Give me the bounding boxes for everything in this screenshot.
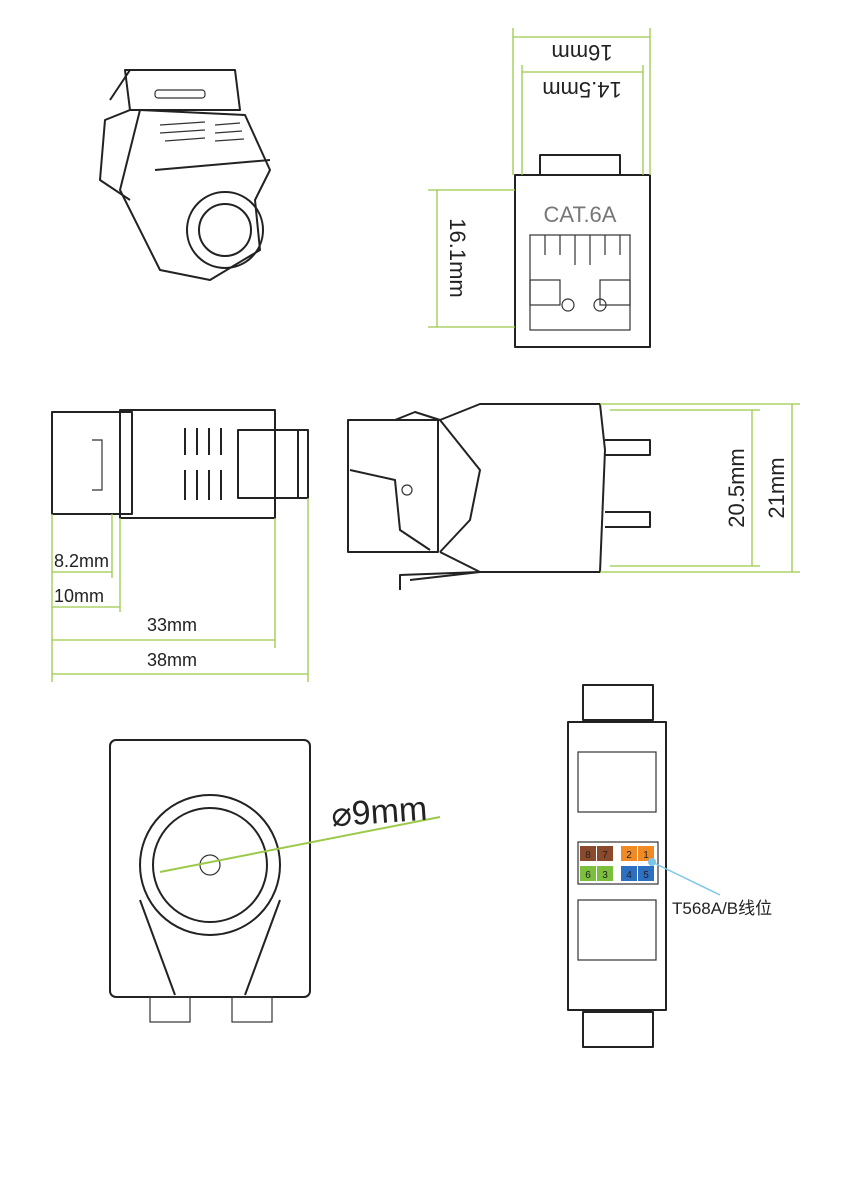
dim-38mm-label: 38mm [147, 650, 197, 670]
pin-8: 8 [585, 850, 591, 861]
width-16mm-label: 16mm [551, 40, 612, 65]
pin-row-top: 8 7 2 1 [580, 846, 654, 861]
height-21mm-label: 21mm [764, 457, 789, 518]
height-20-5mm-label: 20.5mm [724, 448, 749, 527]
pin-row-bottom: 6 3 4 5 [580, 866, 654, 881]
pin-7: 7 [602, 850, 608, 861]
pin-2: 2 [626, 850, 632, 861]
rear-view: ⌀9mm [109, 739, 441, 1023]
pin-1: 1 [643, 850, 649, 861]
side-view-left: 8.2mm 10mm 33mm 38mm [51, 409, 309, 682]
side-view-right: 20.5mm 21mm [347, 403, 800, 590]
dim-10mm-label: 10mm [54, 586, 104, 606]
diameter-9mm-label: ⌀9mm [330, 790, 428, 835]
pin-6: 6 [585, 870, 591, 881]
pin-4: 4 [626, 870, 632, 881]
isometric-view [99, 69, 271, 281]
dim-8-2mm-label: 8.2mm [54, 551, 109, 571]
wiring-view: 8 7 2 1 6 3 4 5 T568A/B线位 [567, 684, 772, 1048]
width-14-5mm-label: 14.5mm [542, 77, 621, 102]
pin-3: 3 [602, 870, 608, 881]
t568-callout-label: T568A/B线位 [672, 899, 772, 918]
pin-5: 5 [643, 870, 649, 881]
height-16-1mm-label: 16.1mm [445, 218, 470, 297]
front-view: CAT.6A 16mm 14.5mm 16.1mm [428, 28, 651, 348]
cat-6a-label: CAT.6A [544, 202, 617, 227]
dim-33mm-label: 33mm [147, 615, 197, 635]
callout-leader [651, 861, 721, 896]
